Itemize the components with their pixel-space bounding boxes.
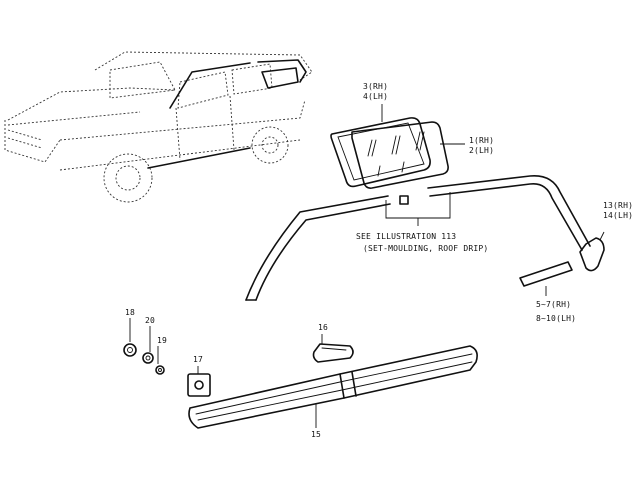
label-part-15: 15 [311,430,322,439]
see-illustration-note: SEE ILLUSTRATION 113 [356,232,457,241]
label-part-16: 16 [318,323,329,332]
car-illustration [4,51,313,203]
label-part-5-7: 5~7(RH) [536,300,572,309]
label-part-14: 14(LH) [603,211,634,220]
label-part-3: 3(RH) [363,82,389,91]
sill-moulding [188,345,478,429]
label-part-2: 2(LH) [469,146,495,155]
label-part-4: 4(LH) [363,92,389,101]
label-part-13: 13(RH) [603,201,634,210]
rear-moulding-pieces [519,231,605,296]
see-illustration-subnote: (SET-MOULDING, ROOF DRIP) [363,244,489,253]
quarter-window-assembly [330,104,465,189]
label-part-8-10: 8~10(LH) [536,314,577,323]
roof-drip-moulding [245,175,591,301]
fasteners [123,318,165,375]
label-part-20: 20 [145,316,156,325]
label-part-19: 19 [157,336,168,345]
clip-part [312,334,354,363]
label-part-17: 17 [193,355,204,364]
bracket-part [187,366,211,397]
label-part-1: 1(RH) [469,136,495,145]
label-part-18: 18 [125,308,136,317]
